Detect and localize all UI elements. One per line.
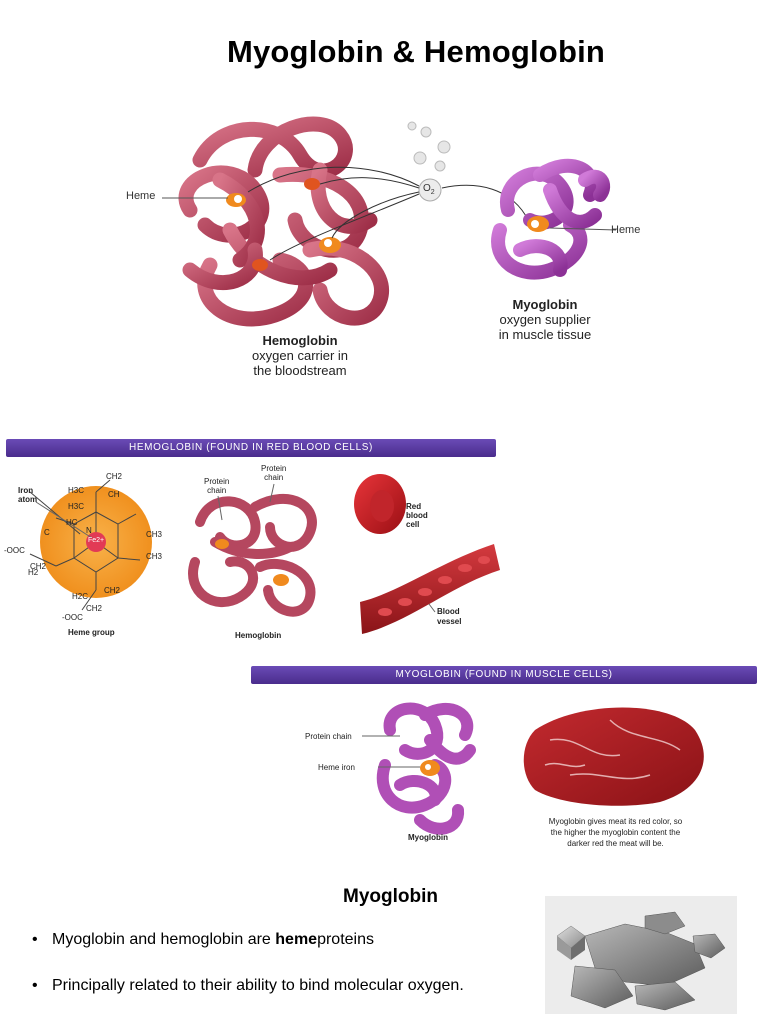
myoglobin-molecule <box>491 158 611 280</box>
o2-molecule <box>418 178 442 202</box>
chem-label: CH2 <box>86 604 103 613</box>
chem-label: CH3 <box>146 552 163 561</box>
o2-subscript: 2 <box>430 189 435 196</box>
protein-chain-a-1: Protein <box>204 477 230 486</box>
bullet-dot: • <box>32 977 38 994</box>
bullet-dot: • <box>32 931 38 948</box>
myoglobin-mini <box>376 702 476 835</box>
myoglobin-panel-illustration <box>362 702 704 835</box>
myoglobin-panel <box>250 690 760 860</box>
chem-label: H2C <box>72 592 89 601</box>
blood-vessel <box>360 544 500 634</box>
heme-label-left: Heme <box>126 190 156 202</box>
meat-image <box>523 707 704 806</box>
heme-group-label: Heme group <box>68 628 115 637</box>
hemoglobin-mini <box>188 493 317 617</box>
rbc-label-1: Red <box>406 502 422 511</box>
heme-label-right: Heme <box>611 224 641 236</box>
red-blood-cell-label: Red blood cell <box>406 502 428 529</box>
chem-label: HC <box>66 518 78 527</box>
protein-chain-label: Protein chain <box>305 732 352 741</box>
vessel-cells <box>378 556 490 616</box>
meat-caption: Myoglobin gives meat its red color, so t… <box>528 816 703 849</box>
myoglobin-desc-2: in muscle tissue <box>498 327 592 342</box>
o2-symbol: O <box>423 183 431 194</box>
section-heading: Myoglobin <box>343 886 438 907</box>
chem-label: H2 <box>28 568 39 577</box>
hemoglobin-banner: HEMOGLOBIN (FOUND IN RED BLOOD CELLS) <box>6 439 496 457</box>
top-figure <box>80 100 692 400</box>
iron-atom-label-1: Iron <box>18 486 34 495</box>
hemoglobin-desc-1: oxygen carrier in <box>251 348 349 363</box>
hemoglobin-panel <box>0 462 510 652</box>
hemoglobin-caption: Hemoglobin oxygen carrier in the bloodst… <box>240 333 360 378</box>
chem-label: CH <box>108 490 120 499</box>
hemoglobin-panel-illustration <box>29 474 500 634</box>
chem-label: CH2 <box>30 562 47 571</box>
iron-atom-label-2: atom <box>18 495 38 504</box>
rbc-label-3: cell <box>406 520 420 529</box>
vessel-label-2: vessel <box>437 617 462 626</box>
bullet-1-bold: heme <box>275 931 318 948</box>
myoglobin-small-label: Myoglobin <box>408 833 448 842</box>
heme-chem-labels: CH2 H3C HC CH C N CH3 CH2 CH2 -OOC H2 H2… <box>0 462 200 632</box>
chem-label: N <box>86 526 92 535</box>
meat-caption-3: darker red the meat will be. <box>567 839 664 848</box>
chem-label: -OOC <box>4 546 25 555</box>
myoglobin-desc-1: oxygen supplier <box>499 312 591 327</box>
myoglobin-name: Myoglobin <box>512 297 578 312</box>
crystal-illustration <box>556 911 726 1011</box>
chem-label: -OOC <box>62 613 83 622</box>
bullet-text-2: Principally related to their ability to … <box>52 977 464 994</box>
chem-label: H3C <box>68 486 85 495</box>
bullet-text-1: Myoglobin and hemoglobin are hemeprotein… <box>52 930 374 950</box>
protein-chain-b-2: chain <box>264 473 284 482</box>
hemoglobin-desc-2: the bloodstream <box>253 363 347 378</box>
top-figure-illustration <box>162 116 617 327</box>
myoglobin-caption: Myoglobin oxygen supplier in muscle tiss… <box>480 297 610 342</box>
chem-label: CH3 <box>146 530 163 539</box>
iron-atom-label: Iron atom <box>18 486 37 504</box>
hemoglobin-name: Hemoglobin <box>262 333 338 348</box>
bullet-1-post: proteins <box>317 931 374 948</box>
hemoglobin-molecule <box>178 116 389 327</box>
vessel-label-1: Blood <box>437 607 460 616</box>
protein-chain-label-a: Protein chain <box>204 477 229 495</box>
o2-label: O2 <box>423 183 435 196</box>
rbc-label-2: blood <box>406 511 428 520</box>
fe-label: Fe2+ <box>88 537 105 544</box>
myoglobin-crystal-photo <box>545 896 737 1014</box>
bullet-list: • Myoglobin and hemoglobin are hemeprote… <box>32 930 532 1010</box>
blood-vessel-label: Blood vessel <box>437 607 461 627</box>
oxygen-bubbles <box>407 121 451 172</box>
chem-label: CH2 <box>106 472 123 481</box>
meat-caption-2: the higher the myoglobin content the <box>550 828 681 837</box>
protein-chain-b-1: Protein <box>261 464 287 473</box>
heme-iron-label: Heme iron <box>318 763 355 772</box>
chem-label: C <box>44 528 50 537</box>
myoglobin-banner: MYOGLOBIN (FOUND IN MUSCLE CELLS) <box>251 666 757 684</box>
bullet-1-pre: Myoglobin and hemoglobin are <box>52 931 276 948</box>
chem-label: CH2 <box>104 586 121 595</box>
meat-caption-1: Myoglobin gives meat its red color, so <box>548 817 683 826</box>
page-title: Myoglobin & Hemoglobin <box>226 34 606 69</box>
protein-chain-a-2: chain <box>207 486 227 495</box>
chem-label: H3C <box>68 502 85 511</box>
protein-chain-label-b: Protein chain <box>261 464 286 482</box>
hemoglobin-small-label: Hemoglobin <box>235 631 282 640</box>
